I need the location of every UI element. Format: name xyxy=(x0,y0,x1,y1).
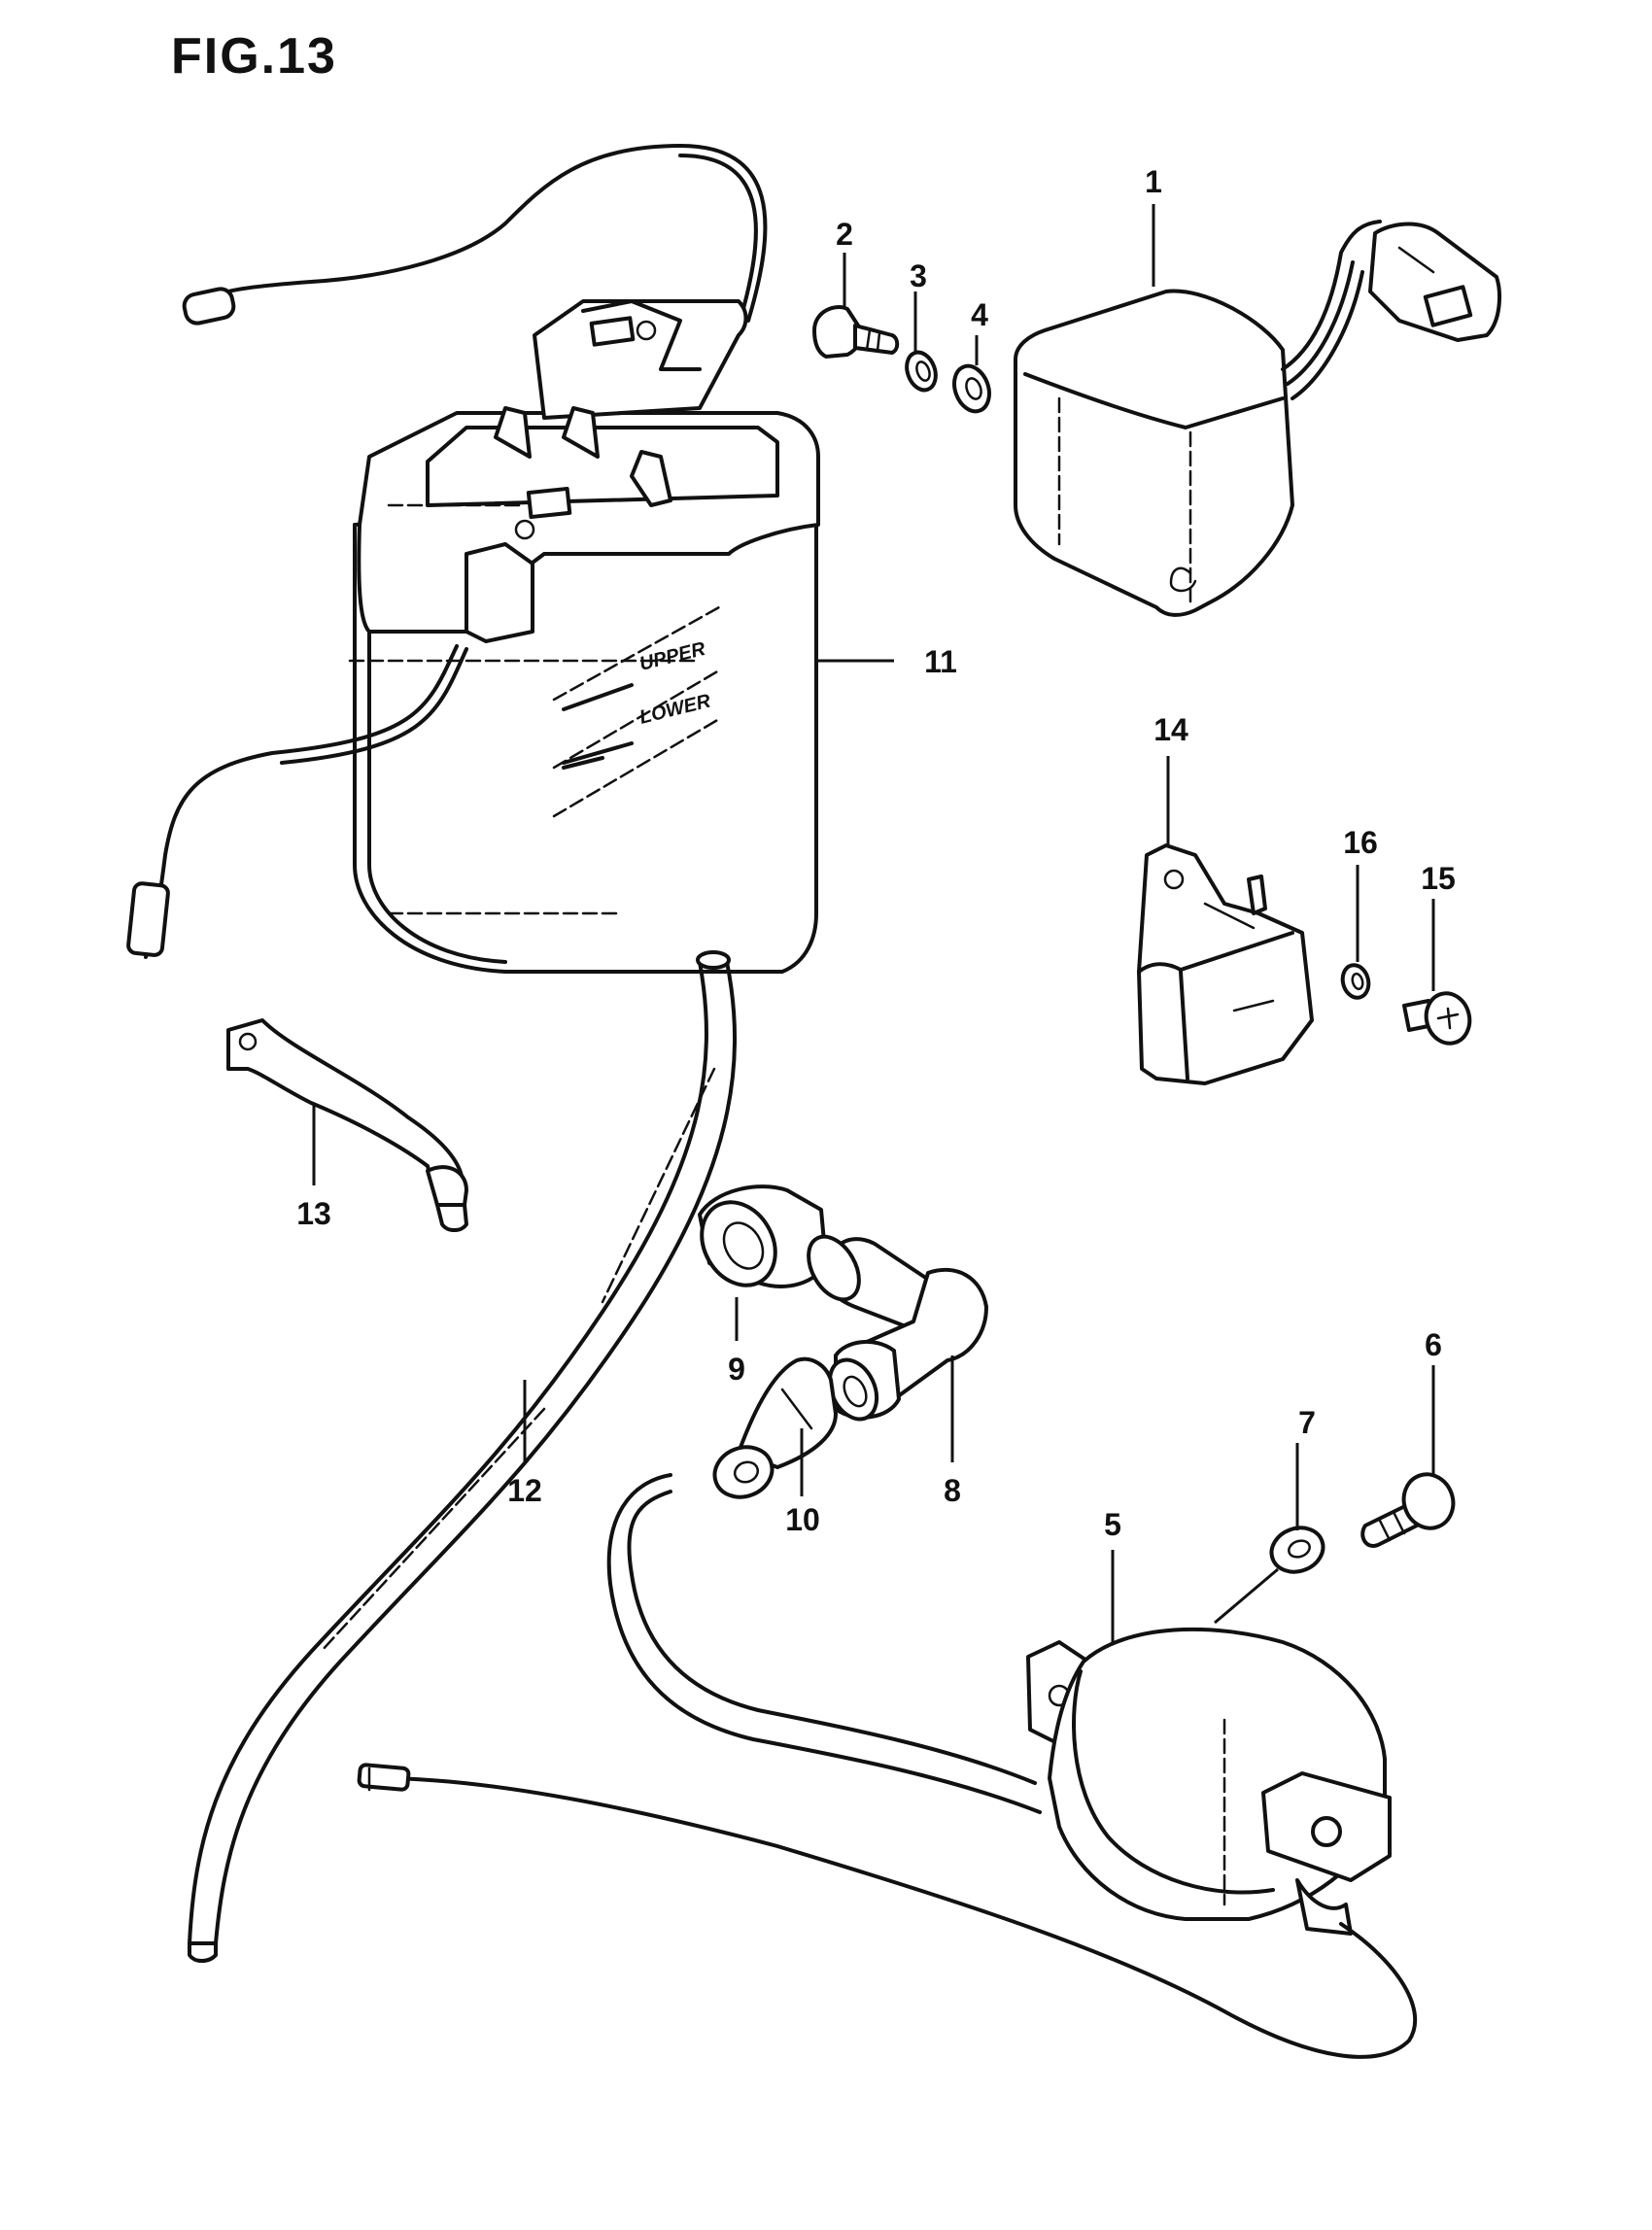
callout-15: 15 xyxy=(1421,861,1456,896)
callout-9: 9 xyxy=(728,1352,745,1387)
callout-6: 6 xyxy=(1425,1327,1442,1362)
ignition-coil-part-5 xyxy=(357,1473,1418,2059)
callout-2: 2 xyxy=(836,217,853,252)
callout-14: 14 xyxy=(1153,712,1188,747)
washer-part-16 xyxy=(1340,963,1371,1000)
bolt-part-2 xyxy=(812,305,900,359)
callout-8: 8 xyxy=(944,1473,961,1508)
callout-3: 3 xyxy=(910,258,927,293)
callout-1: 1 xyxy=(1145,164,1162,199)
callout-4: 4 xyxy=(971,297,988,332)
callout-13: 13 xyxy=(296,1196,331,1231)
washer-part-4 xyxy=(952,363,991,414)
leader-lines xyxy=(312,204,1435,1642)
boot-part-10 xyxy=(712,1356,838,1499)
hose-part-12 xyxy=(188,950,738,1963)
washer-part-7 xyxy=(1269,1526,1325,1574)
regulator-part-14 xyxy=(1137,843,1314,1085)
bracket-part-13 xyxy=(226,1018,468,1232)
figure-title: FIG.13 xyxy=(171,28,337,85)
callout-labels: 1 2 3 4 5 6 7 8 9 10 11 12 13 14 15 16 xyxy=(296,164,1456,1542)
spring-washer-part-3 xyxy=(905,350,938,393)
bolt-part-6 xyxy=(1360,1472,1456,1548)
callout-5: 5 xyxy=(1104,1507,1121,1542)
cdi-unit-part-1 xyxy=(1014,220,1501,617)
cap-part-9 xyxy=(698,1184,828,1288)
callout-10: 10 xyxy=(785,1502,820,1537)
callout-11: 11 xyxy=(924,644,957,679)
callout-12: 12 xyxy=(507,1473,542,1508)
callout-7: 7 xyxy=(1298,1405,1316,1440)
screw-part-15 xyxy=(1402,991,1472,1046)
battery-part-11: UPPER LOWER xyxy=(126,144,820,974)
callout-16: 16 xyxy=(1343,825,1378,860)
plug-cap-part-8 xyxy=(807,1234,988,1422)
